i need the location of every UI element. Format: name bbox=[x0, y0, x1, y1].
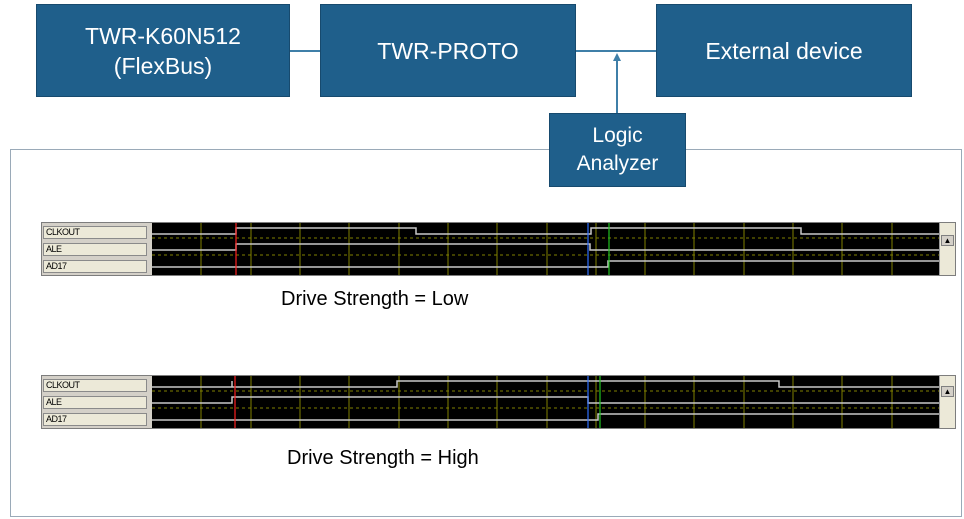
clkout-trace bbox=[152, 380, 941, 388]
ad17-trace bbox=[152, 260, 941, 268]
block-logic-analyzer-label: Logic Analyzer bbox=[576, 124, 659, 175]
signal-label-ad17: AD17 bbox=[43, 260, 147, 273]
block-twr-proto: TWR-PROTO bbox=[320, 4, 576, 97]
block-external-device: External device bbox=[656, 4, 912, 97]
la-capture-high: CLKOUT ALE AD17 ▲ bbox=[41, 375, 956, 429]
block-twr-k60n512-label: TWR-K60N512 (FlexBus) bbox=[85, 22, 241, 79]
signal-labels-high: CLKOUT ALE AD17 bbox=[42, 376, 150, 428]
ale-trace bbox=[152, 243, 941, 251]
waveform-area-high bbox=[152, 376, 941, 428]
signal-label-clkout: CLKOUT bbox=[43, 379, 147, 392]
scroll-up-icon[interactable]: ▲ bbox=[941, 386, 954, 397]
block-logic-analyzer: Logic Analyzer bbox=[549, 113, 686, 187]
signal-label-ale: ALE bbox=[43, 243, 147, 256]
ad17-trace bbox=[152, 413, 941, 421]
la-capture-low: CLKOUT ALE AD17 ▲ bbox=[41, 222, 956, 276]
block-external-device-label: External device bbox=[705, 37, 863, 64]
waveform-area-low bbox=[152, 223, 941, 275]
signal-label-ale: ALE bbox=[43, 396, 147, 409]
caption-drive-low: Drive Strength = Low bbox=[281, 288, 469, 310]
signal-label-clkout: CLKOUT bbox=[43, 226, 147, 239]
caption-drive-high: Drive Strength = High bbox=[287, 447, 479, 469]
analyzer-panel: CLKOUT ALE AD17 ▲ Drive Strength = Low C… bbox=[10, 149, 962, 517]
block-twr-k60n512: TWR-K60N512 (FlexBus) bbox=[36, 4, 290, 97]
block-twr-proto-label: TWR-PROTO bbox=[377, 37, 519, 64]
scrollbar-low[interactable]: ▲ bbox=[939, 223, 955, 275]
scrollbar-high[interactable]: ▲ bbox=[939, 376, 955, 428]
signal-label-ad17: AD17 bbox=[43, 413, 147, 426]
signal-labels-low: CLKOUT ALE AD17 bbox=[42, 223, 150, 275]
analyzer-probe-arrowhead bbox=[613, 53, 621, 61]
ale-trace bbox=[152, 396, 941, 404]
scroll-up-icon[interactable]: ▲ bbox=[941, 235, 954, 246]
